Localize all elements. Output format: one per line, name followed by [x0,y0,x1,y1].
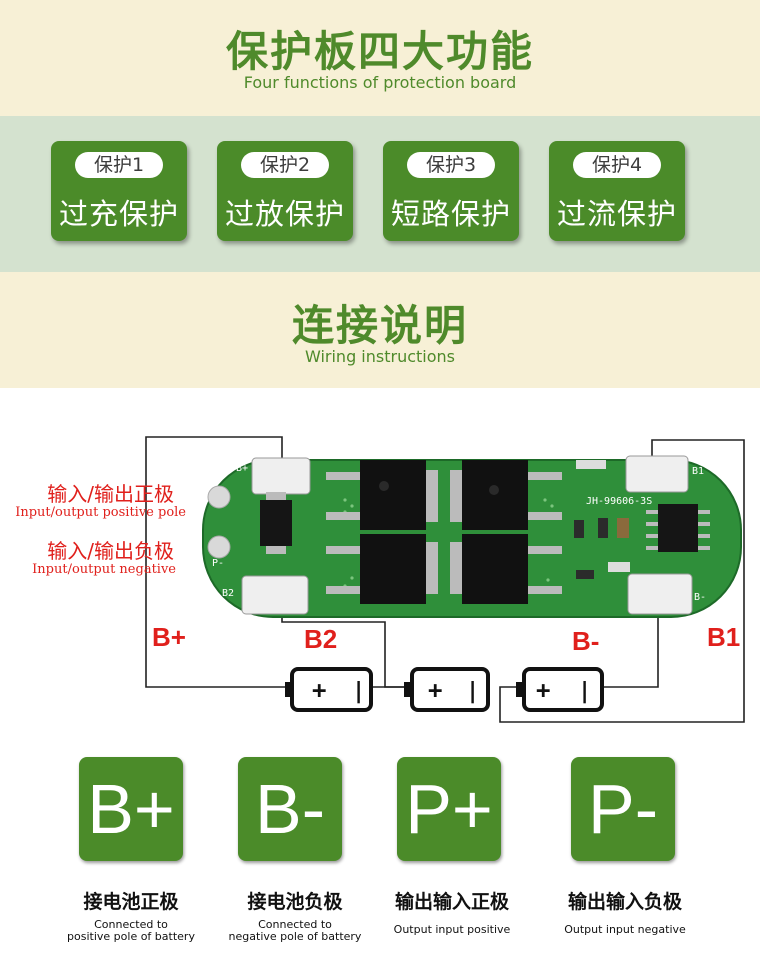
pad-b2 [241,575,309,615]
pad-b1 [625,455,689,493]
functions-header-band [0,0,760,116]
functions-title: 保护板四大功能 [225,27,534,76]
function-card-overcurrent: 保护4 过流保护 [549,141,685,241]
battery-2: + | [404,667,490,712]
pad-p-minus [207,535,231,559]
legend-caption-p-minus-en: Output input negative [535,924,715,936]
function-card-short-circuit: 保护3 短路保护 [383,141,519,241]
function-label: 过流保护 [556,197,677,231]
function-tag: 保护1 [75,152,163,178]
mosfet-3 [326,534,438,604]
smd-components [574,460,630,579]
wire-label-b-plus: B+ [152,622,186,652]
wire-label-b-minus: B- [572,626,600,656]
legend-caption-b-minus: 接电池负极 [247,891,343,913]
pin-negative-label-en: Input/output negative [32,562,176,577]
functions-subtitle: Four functions of protection board [243,73,517,92]
legend-tile-b-plus: B+ [79,757,183,861]
wire-label-b2: B2 [304,624,338,654]
pad-b-minus [627,573,693,615]
function-tag: 保护4 [573,152,661,178]
function-card-overdischarge: 保护2 过放保护 [217,141,353,241]
diode-left [260,492,292,554]
mosfet-4 [450,534,562,604]
pin-negative-label: 输入/输出负极 [47,539,174,563]
wire-b1 [499,439,745,723]
wiring-diagram: B+ P- B2 B1 B- JH-99606-3S [145,436,745,723]
legend-caption-p-plus: 输出输入正极 [394,891,509,913]
silk-b2: B2 [222,588,234,599]
function-card-overcharge: 保护1 过充保护 [51,141,187,241]
caption-line: Output input negative [564,923,686,936]
silk-part-number: JH-99606-3S [586,496,652,507]
pad-p-plus [207,485,231,509]
svg-text:+: + [312,676,326,704]
legend-caption-b-minus-en: Connected to negative pole of battery [205,919,385,943]
wiring-title: 连接说明 [291,301,468,350]
legend-tile-p-plus: P+ [397,757,501,861]
pin-positive-label-en: Input/output positive pole [15,505,186,520]
caption-line: positive pole of battery [67,930,195,943]
legend-caption-b-plus-en: Connected to positive pole of battery [41,919,221,943]
legend-caption-p-minus: 输出输入负极 [567,891,682,913]
svg-text:+: + [428,676,442,704]
silk-b1: B1 [692,466,704,477]
mosfet-2 [450,460,562,530]
caption-line: Connected to [258,918,332,931]
caption-line: Output input positive [393,923,511,936]
svg-text:+: + [536,676,550,704]
function-tag: 保护2 [241,152,329,178]
svg-text:|: | [466,679,479,704]
legend-tile-b-minus: B- [238,757,342,861]
wire-b-plus [145,436,292,688]
wire-b-minus [602,610,659,688]
battery-3: + | [516,667,604,712]
function-label: 过放保护 [224,197,345,231]
silk-b-plus: B+ [236,463,248,474]
legend-tile-p-minus: P- [571,757,675,861]
wiring-subtitle: Wiring instructions [304,347,455,366]
silk-p-minus: P- [212,558,224,569]
pad-b-plus [251,457,311,495]
silk-b-minus: B- [694,592,706,603]
wire-label-b1: B1 [707,622,741,652]
battery-1: + | [285,667,373,712]
legend-caption-b-plus: 接电池正极 [83,891,179,913]
svg-text:|: | [578,679,591,704]
function-label: 短路保护 [390,197,511,231]
wiring-header-band [0,272,760,388]
function-tag: 保护3 [407,152,495,178]
pin-positive-label: 输入/输出正极 [47,482,174,506]
legend-caption-p-plus-en: Output input positive [362,924,542,936]
caption-line: Connected to [94,918,168,931]
mosfet-1 [326,460,438,530]
protection-ic [646,504,710,552]
svg-text:|: | [352,679,365,704]
caption-line: negative pole of battery [228,930,362,943]
function-label: 过充保护 [58,197,179,231]
